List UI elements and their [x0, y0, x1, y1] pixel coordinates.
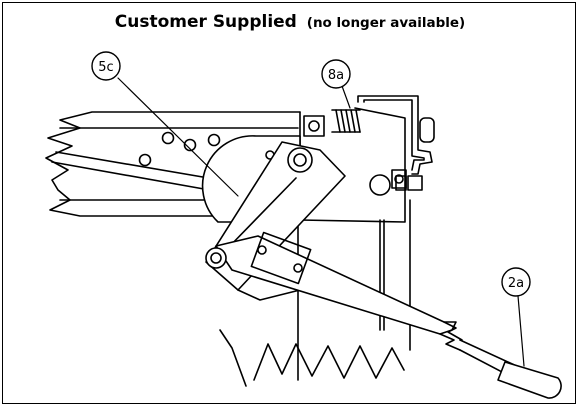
callout-label-8a: 8a: [328, 68, 344, 83]
callout-label-2a: 2a: [508, 276, 524, 291]
callout-8a: 8a: [321, 59, 351, 89]
callout-2a: 2a: [501, 267, 531, 297]
title-subtitle: (no longer available): [306, 15, 466, 31]
leader-2a: [517, 295, 525, 367]
hook-bracket: [357, 95, 435, 191]
callout-leaders: [117, 77, 525, 367]
handle-2a: [439, 321, 562, 399]
callout-label-5c: 5c: [98, 60, 113, 75]
spring-8a: [331, 109, 361, 133]
leader-8a: [341, 85, 351, 109]
callout-5c: 5c: [91, 51, 121, 81]
title-main: Customer Supplied: [114, 12, 297, 32]
handle-linkage: [205, 231, 457, 335]
diagram-title: Customer Supplied (no longer available): [0, 12, 580, 32]
diagram-border: [2, 2, 576, 404]
leader-5c: [117, 77, 239, 197]
